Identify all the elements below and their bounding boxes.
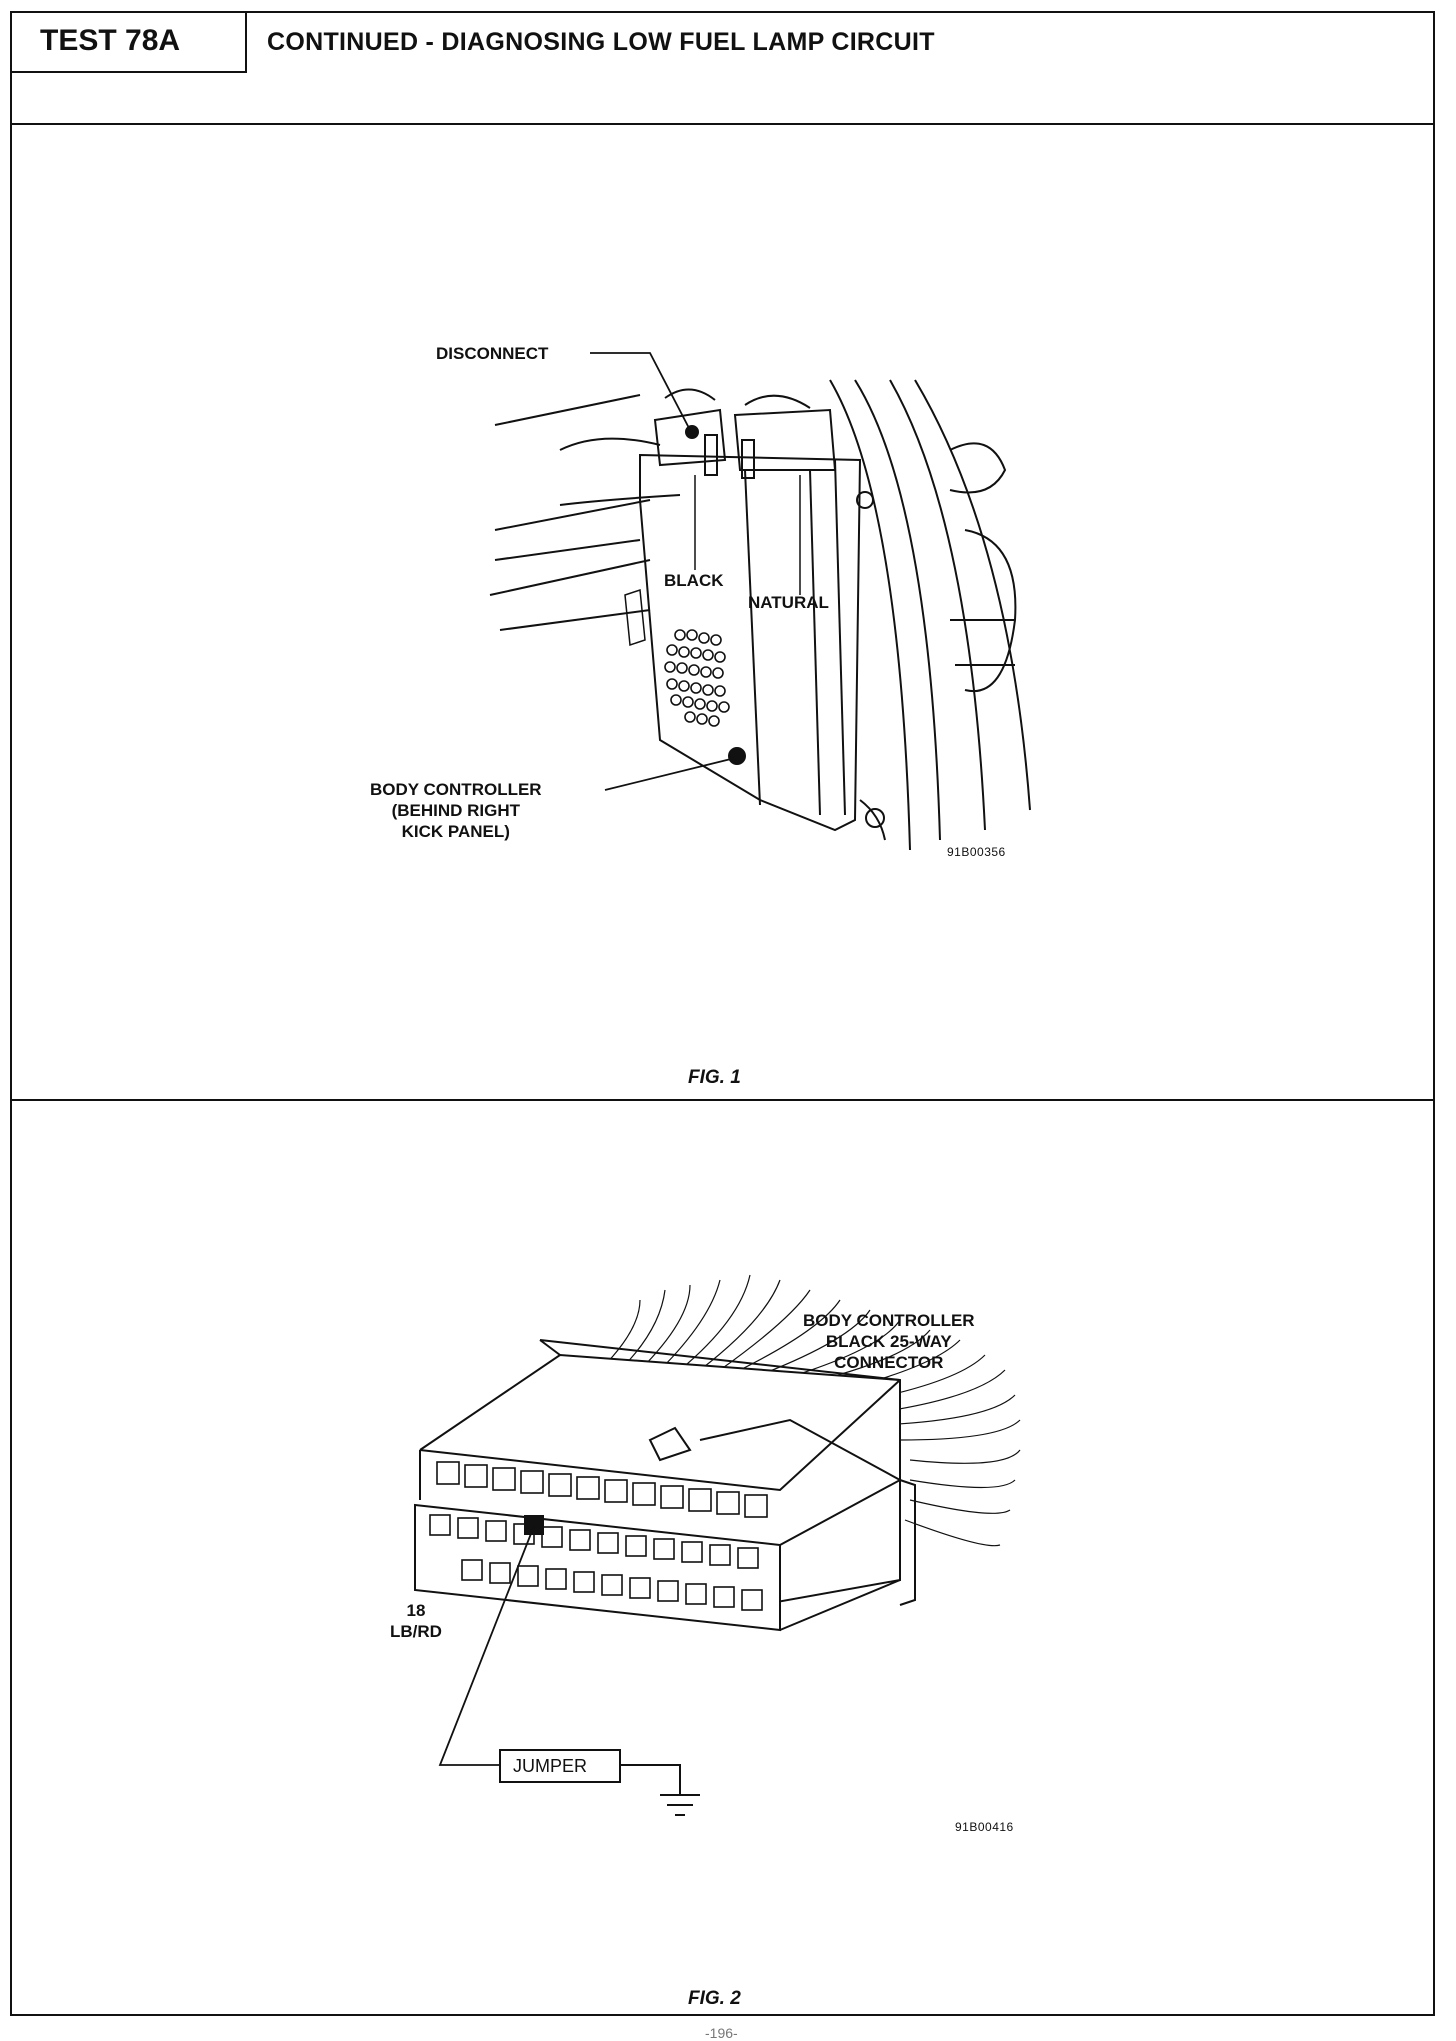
body-controller-label: BODY CONTROLLER (BEHIND RIGHT KICK PANEL… <box>370 780 542 841</box>
wire-label: 18 LB/RD <box>390 1601 442 1641</box>
fig2-code: 91B00416 <box>955 1820 1014 1834</box>
page-frame: TEST 78A CONTINUED - DIAGNOSING LOW FUEL… <box>10 11 1435 2016</box>
fig2-caption: FIG. 2 <box>688 1988 741 2009</box>
disconnect-label: DISCONNECT <box>436 344 549 363</box>
jumper-label: JUMPER <box>513 1756 588 1776</box>
fig1-caption: FIG. 1 <box>688 1067 741 1088</box>
natural-label: NATURAL <box>748 593 829 612</box>
black-label: BLACK <box>664 571 724 590</box>
figure-divider <box>12 1099 1433 1101</box>
header-bar: TEST 78A CONTINUED - DIAGNOSING LOW FUEL… <box>12 13 1433 125</box>
connector-label: BODY CONTROLLER BLACK 25-WAY CONNECTOR <box>803 1311 975 1372</box>
fig1-code: 91B00356 <box>947 845 1006 859</box>
page-number: -196- <box>705 2025 738 2041</box>
test-id: TEST 78A <box>12 13 247 73</box>
page-title: CONTINUED - DIAGNOSING LOW FUEL LAMP CIR… <box>267 28 935 56</box>
